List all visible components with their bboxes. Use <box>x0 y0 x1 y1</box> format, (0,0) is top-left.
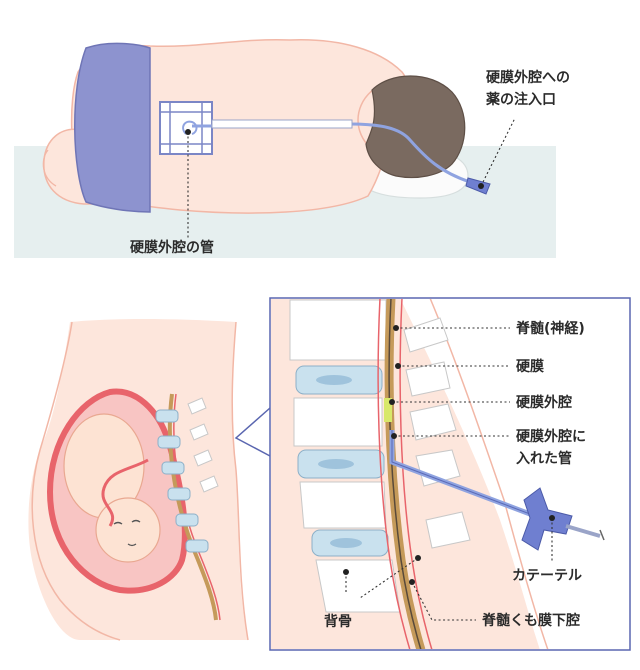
label-epidural-space: 硬膜外腔 <box>516 394 572 411</box>
umbilical-cord <box>101 458 149 527</box>
leader-injection-port <box>480 117 516 187</box>
label-injection-port-line1: 硬膜外腔への <box>486 69 570 86</box>
callout-pointer <box>234 407 271 457</box>
leader-dot-catheter <box>549 515 555 521</box>
leader-dot-spinal-cord <box>393 325 399 331</box>
belly-outline <box>31 321 121 641</box>
label-dura: 硬膜 <box>516 358 544 375</box>
shorts <box>74 42 151 213</box>
leader-dot-tube-in-space <box>391 433 397 439</box>
label-injection-port-line2: 薬の注入口 <box>486 91 556 108</box>
label-subarachnoid: 脊髄くも膜下腔 <box>481 612 580 629</box>
hair <box>365 75 466 179</box>
leader-subarachnoid <box>411 581 476 621</box>
spinal-cord-core <box>388 299 422 649</box>
catheter-sheath <box>211 119 353 129</box>
needle <box>565 524 601 538</box>
label-catheter: カテーテル <box>512 568 582 584</box>
dressing-frame <box>159 101 213 155</box>
dura-inner <box>399 299 433 649</box>
fetus-head <box>95 497 161 563</box>
zoom-back-edge <box>429 299 549 649</box>
fetus-mouth <box>127 543 137 547</box>
leader-dot-spine-a <box>343 569 349 575</box>
catheter-tube-top <box>192 122 483 188</box>
needle-hub <box>521 487 573 551</box>
top-scene: 硬膜外腔への 薬の注入口 硬膜外腔の管 <box>14 38 570 258</box>
leader-dot-epidural-tube <box>185 129 191 135</box>
epidural-space-highlight <box>384 398 392 422</box>
label-tube-in-space-line1: 硬膜外腔に <box>516 428 586 445</box>
label-tube-in-space-line2: 入れた管 <box>516 450 572 467</box>
label-spinal-cord: 脊髄(神経) <box>515 320 585 337</box>
vertebrae <box>289 299 401 613</box>
dura-outer <box>377 299 411 649</box>
leader-dot-spine-b <box>415 555 421 561</box>
zoom-panel: 脊髄(神経) 硬膜 硬膜外腔 硬膜外腔に 入れた管 カテーテル 背骨 脊髄くも膜… <box>269 297 631 651</box>
needle-tip <box>599 529 605 541</box>
leader-dot-injection-port <box>478 183 484 189</box>
back-outline <box>231 321 249 641</box>
patient-foot <box>42 149 57 187</box>
leader-spine-b <box>359 557 419 599</box>
fetus-eyes <box>113 519 141 525</box>
pregnant-figure <box>28 319 249 641</box>
label-spine: 背骨 <box>324 613 352 630</box>
label-epidural-tube: 硬膜外腔の管 <box>130 239 214 256</box>
leader-dot-dura <box>395 363 401 369</box>
leader-dot-subarachnoid <box>409 579 415 585</box>
leader-dot-epidural-space <box>389 399 395 405</box>
mini-spine <box>155 393 221 621</box>
